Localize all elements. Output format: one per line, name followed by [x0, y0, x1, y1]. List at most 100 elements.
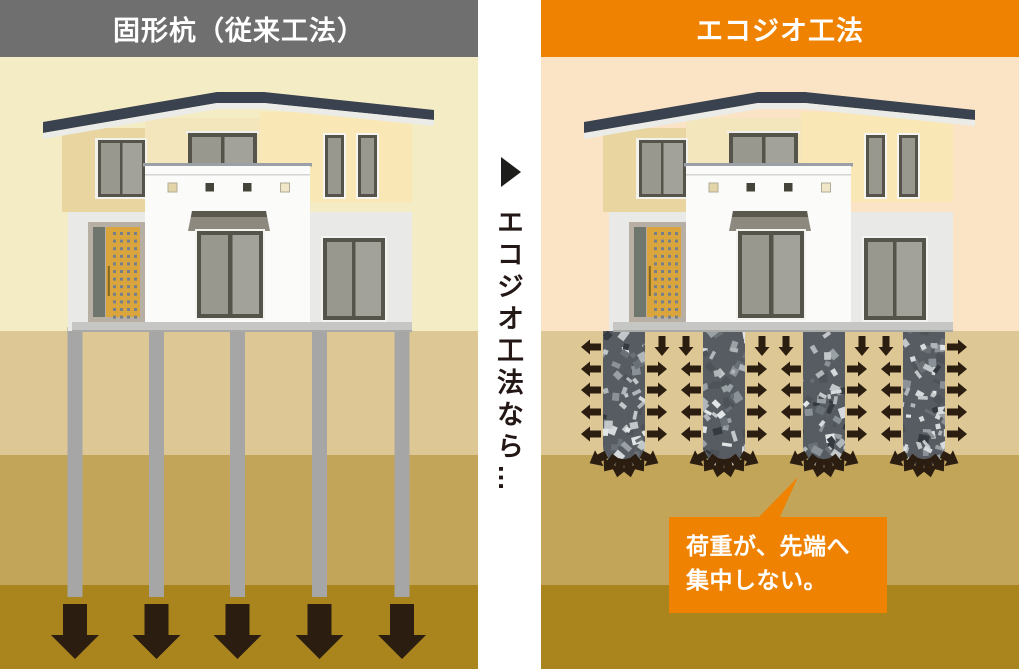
load-arrow-down-icon [213, 604, 262, 659]
stone [940, 447, 945, 455]
stone [703, 413, 711, 422]
stone [824, 360, 831, 368]
tip-spread-arrow-icon [839, 450, 859, 467]
stone [930, 343, 938, 349]
stone [826, 404, 834, 415]
stone [824, 446, 833, 455]
stone [610, 444, 618, 451]
stone [815, 369, 825, 379]
stone [603, 349, 609, 356]
stone [641, 430, 645, 437]
conventional-method-header: 固形杭（従来工法） [0, 0, 478, 57]
stone [915, 440, 923, 450]
stone [916, 360, 929, 374]
stone [632, 410, 638, 420]
stone [603, 413, 607, 420]
stone [924, 408, 936, 417]
stone [703, 350, 709, 358]
stone [832, 415, 843, 425]
stone [703, 409, 712, 416]
spread-arrow-left-icon [881, 404, 901, 420]
stone [631, 388, 642, 397]
stone [828, 399, 836, 407]
stone [643, 344, 645, 351]
stone [917, 395, 928, 400]
settle-arrow-down-icon [678, 336, 694, 356]
spread-arrow-right-icon [647, 361, 667, 377]
stone [620, 441, 633, 453]
stone [920, 331, 930, 336]
stone [903, 447, 907, 457]
transition-label: エコジオ工法なら… [493, 208, 523, 496]
callout-tail [757, 477, 798, 519]
spread-arrow-right-icon [747, 404, 767, 420]
stone [903, 401, 905, 407]
settle-arrow-down-icon [654, 336, 670, 356]
stone [632, 377, 639, 385]
right-triangle-icon [501, 157, 521, 187]
spread-arrow-right-icon [847, 404, 867, 420]
concrete-pile [394, 327, 410, 597]
stone [712, 381, 721, 389]
stone [703, 382, 710, 392]
stone [931, 406, 940, 414]
gravel-texture [603, 331, 645, 467]
gravel-pile [603, 331, 645, 467]
stone [914, 369, 923, 379]
callout-line-1: 荷重が、先端へ [686, 533, 851, 559]
stone [818, 391, 828, 400]
settle-arrow-down-icon [878, 336, 894, 356]
callout-bubble [669, 517, 887, 613]
stone [836, 433, 843, 440]
stone [743, 338, 745, 344]
stone [707, 383, 714, 390]
stone [826, 435, 836, 446]
spread-arrow-left-icon [781, 382, 801, 398]
stone [711, 399, 721, 409]
stone [818, 423, 826, 433]
ecogeo-method-panel: エコジオ工法 荷重が、先端へ 集中しない。 [541, 0, 1019, 669]
concrete-pile [312, 327, 327, 597]
house-illustration [583, 91, 976, 332]
stone [730, 369, 736, 375]
stone [909, 355, 917, 363]
stone [810, 445, 824, 457]
callout-line-2: 集中しない。 [686, 567, 827, 593]
stone [713, 369, 722, 377]
tip-spread-arrow-icon [689, 450, 709, 467]
stone [634, 436, 644, 444]
transition-column [478, 0, 541, 669]
stone [703, 439, 708, 448]
stone [603, 387, 609, 395]
stone [934, 352, 945, 365]
stone [719, 416, 729, 427]
tip-spread-arrow-icon [789, 450, 809, 467]
spread-arrow-right-icon [847, 426, 867, 442]
stone [840, 387, 845, 395]
stone [919, 343, 927, 351]
concrete-piles-and-arrows [51, 327, 426, 659]
stone [611, 392, 620, 402]
concrete-pile [67, 327, 83, 597]
conventional-method-panel: 固形杭（従来工法） [0, 0, 478, 669]
stone [721, 384, 730, 393]
stone [921, 439, 931, 450]
tip-spread-arrow-icon [910, 457, 929, 478]
stone [703, 425, 708, 434]
stone [939, 438, 945, 450]
tip-spread-arrow-icon [710, 457, 729, 478]
tip-spread-arrow-icon [703, 453, 719, 472]
load-arrow-down-icon [295, 604, 344, 659]
stone [903, 338, 910, 348]
stone [721, 442, 733, 448]
stone [709, 350, 717, 360]
stone [910, 402, 916, 408]
spread-arrow-right-icon [847, 382, 867, 398]
stone [730, 347, 739, 353]
stone [636, 440, 645, 451]
spread-arrow-left-icon [681, 426, 701, 442]
stone [704, 449, 712, 455]
stone [629, 421, 639, 430]
stone [803, 446, 809, 453]
settle-arrow-down-icon [778, 336, 794, 356]
